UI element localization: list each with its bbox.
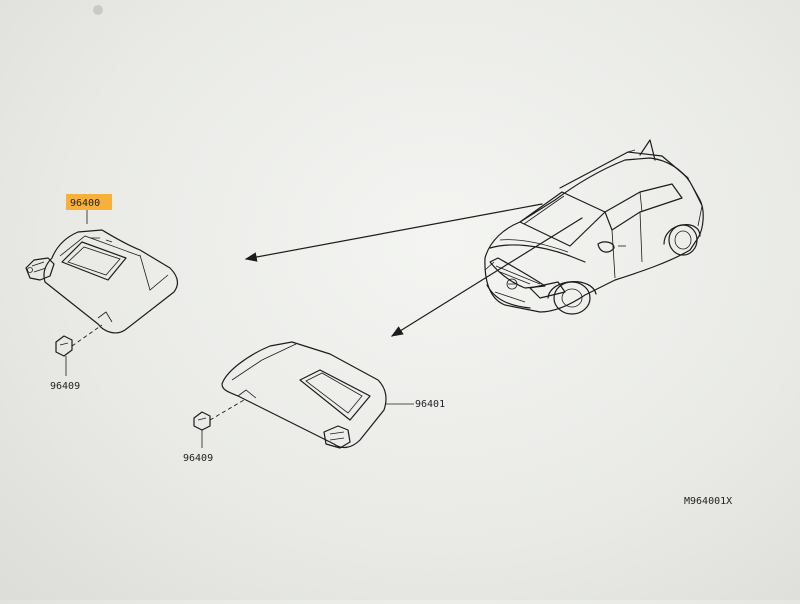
left-visor-clip <box>55 335 73 357</box>
right-visor-clip <box>193 411 211 431</box>
left-sun-visor <box>25 229 179 334</box>
part-label-96400: 96400 <box>70 198 100 209</box>
right-sun-visor <box>221 341 387 449</box>
part-label-96409-left: 96409 <box>50 381 80 392</box>
part-label-96409-right: 96409 <box>183 453 213 464</box>
part-label-96401: 96401 <box>415 399 445 410</box>
part-label-highlight <box>66 194 112 210</box>
arrow-to-right-visor <box>390 217 583 337</box>
arrow-to-left-visor <box>244 203 543 262</box>
figure-code: M964001X <box>684 496 732 507</box>
background-dot <box>93 5 103 15</box>
vehicle-illustration <box>484 139 704 315</box>
